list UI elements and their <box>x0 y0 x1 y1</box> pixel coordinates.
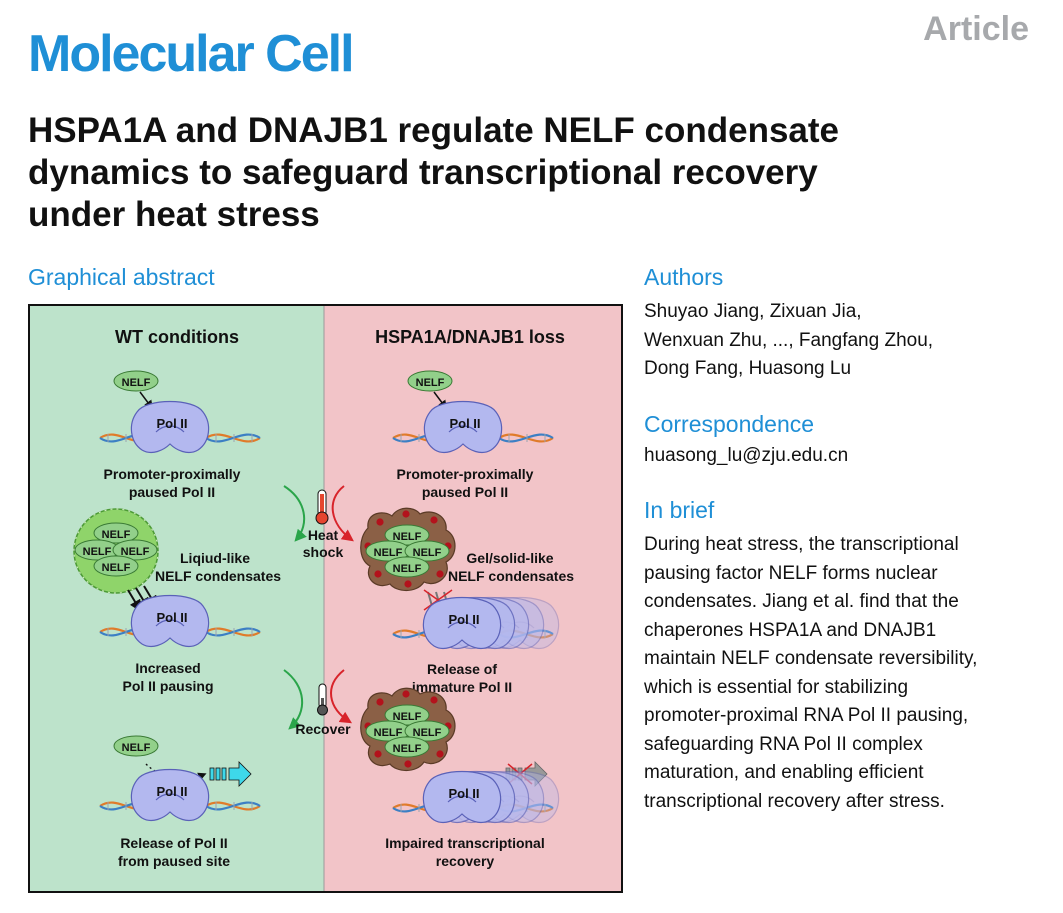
pol-ii-label: Pol II <box>156 610 187 625</box>
in-brief-line: condensates. Jiang et al. find that the <box>644 591 959 612</box>
nelf-tag: NELF <box>113 735 159 757</box>
in-brief-line: chaperones HSPA1A and DNAJB1 <box>644 619 937 641</box>
title-line: HSPA1A and DNAJB1 regulate NELF condensa… <box>28 111 839 150</box>
title-line: under heat stress <box>28 195 320 234</box>
authors-line: Wenxuan Zhu, ..., Fangfang Zhou, <box>644 329 934 351</box>
wt-panel-title: WT conditions <box>115 327 239 347</box>
graphical-abstract-figure: WT conditions NELF Pol II Promoter-proxi… <box>28 304 623 893</box>
heat-shock-arrow-wt <box>283 485 307 542</box>
in-brief-text: During heat stress, the transcriptional … <box>644 531 1054 816</box>
authors-heading: Authors <box>644 264 724 290</box>
article-type-label: Article <box>923 10 1029 48</box>
condensate-nelf-label: NELF <box>393 563 422 575</box>
stage-caption: Release of Pol II <box>120 835 227 851</box>
loss-panel-title: HSPA1A/DNAJB1 loss <box>375 327 565 347</box>
authors-line: Dong Fang, Huasong Lu <box>644 358 852 379</box>
heat-shock-arrow-loss <box>331 485 354 542</box>
condensate-nelf-label: NELF <box>393 743 422 755</box>
heat-shock-label: Heat <box>308 527 339 543</box>
pol-ii-stack <box>422 596 560 650</box>
stage-caption: paused Pol II <box>129 484 215 500</box>
correspondence-heading: Correspondence <box>644 411 815 437</box>
stage-caption: Promoter-proximally <box>104 466 241 482</box>
gel-condensate <box>360 507 456 592</box>
pol-ii-label: Pol II <box>156 784 187 799</box>
nelf-tag-label: NELF <box>122 742 151 754</box>
journal-name: Molecular Cell <box>28 25 355 83</box>
condensate-caption: NELF condensates <box>448 568 574 584</box>
in-brief-heading: In brief <box>644 497 715 523</box>
in-brief-line: maturation, and enabling efficient <box>644 762 924 783</box>
in-brief-line: safeguarding RNA Pol II complex <box>644 733 923 755</box>
condensate-nelf-label: NELF <box>374 547 403 559</box>
condensate-nelf-label: NELF <box>413 727 442 739</box>
condensate-nelf-label: NELF <box>374 727 403 739</box>
pol-ii-label: Pol II <box>449 416 480 431</box>
condensate-nelf-label: NELF <box>102 529 131 541</box>
recover-arrow-loss <box>330 669 353 724</box>
in-brief-line: pausing factor NELF forms nuclear <box>644 562 938 584</box>
recover-label: Recover <box>295 721 351 737</box>
pol-ii-label: Pol II <box>156 416 187 431</box>
pol-ii-stack <box>422 770 560 824</box>
condensate-nelf-label: NELF <box>121 546 150 558</box>
graphical-abstract-heading: Graphical abstract <box>28 264 215 290</box>
condensate-nelf-label: NELF <box>413 547 442 559</box>
authors-list: Shuyao Jiang, Zixuan Jia, Wenxuan Zhu, .… <box>644 298 1044 384</box>
heat-shock-label: shock <box>303 544 344 560</box>
nelf-tag: NELF <box>407 370 453 392</box>
in-brief-line: which is essential for stabilizing <box>644 676 909 698</box>
in-brief-line: transcriptional recovery after stress. <box>644 790 945 812</box>
condensate-caption: Gel/solid-like <box>466 550 553 566</box>
stage-caption: recovery <box>436 853 495 869</box>
stage-caption: from paused site <box>118 853 230 869</box>
gel-condensate <box>360 687 456 772</box>
in-brief-line: promoter-proximal RNA Pol II pausing, <box>644 705 969 726</box>
graphical-abstract-svg: WT conditions NELF Pol II Promoter-proxi… <box>30 306 621 891</box>
condensate-nelf-label: NELF <box>83 546 112 558</box>
in-brief-line: During heat stress, the transcriptional <box>644 534 959 555</box>
stage-caption: immature Pol II <box>412 679 512 695</box>
stage-caption: Promoter-proximally <box>397 466 534 482</box>
condensate-nelf-label: NELF <box>102 562 131 574</box>
condensate-nelf-label: NELF <box>393 531 422 543</box>
nelf-tag-label: NELF <box>416 377 445 389</box>
condensate-nelf-label: NELF <box>393 711 422 723</box>
thermometer-cool-icon <box>317 683 328 716</box>
elongation-arrow <box>209 761 252 787</box>
condensate-caption: Liqiud-like <box>180 550 250 566</box>
condensate-caption: NELF condensates <box>155 568 281 584</box>
title-line: dynamics to safeguard transcriptional re… <box>28 153 818 192</box>
authors-line: Shuyao Jiang, Zixuan Jia, <box>644 301 862 322</box>
stage-caption: Pol II pausing <box>122 678 213 694</box>
stage-caption: paused Pol II <box>422 484 508 500</box>
thermometer-hot-icon <box>315 489 329 525</box>
nelf-tag: NELF <box>113 370 159 392</box>
nelf-tag-label: NELF <box>122 377 151 389</box>
article-title: HSPA1A and DNAJB1 regulate NELF condensa… <box>28 110 1028 236</box>
pol-ii-label: Pol II <box>448 612 479 627</box>
dissociation-arrow <box>145 763 207 781</box>
correspondence-email[interactable]: huasong_lu@zju.edu.cn <box>644 445 849 466</box>
pol-ii-label: Pol II <box>448 786 479 801</box>
in-brief-line: maintain NELF condensate reversibility, <box>644 648 978 669</box>
liquid-condensate <box>73 508 159 594</box>
stage-caption: Impaired transcriptional <box>385 835 544 851</box>
stage-caption: Increased <box>135 660 200 676</box>
recover-arrow-wt <box>283 669 304 730</box>
stage-caption: Release of <box>427 661 497 677</box>
